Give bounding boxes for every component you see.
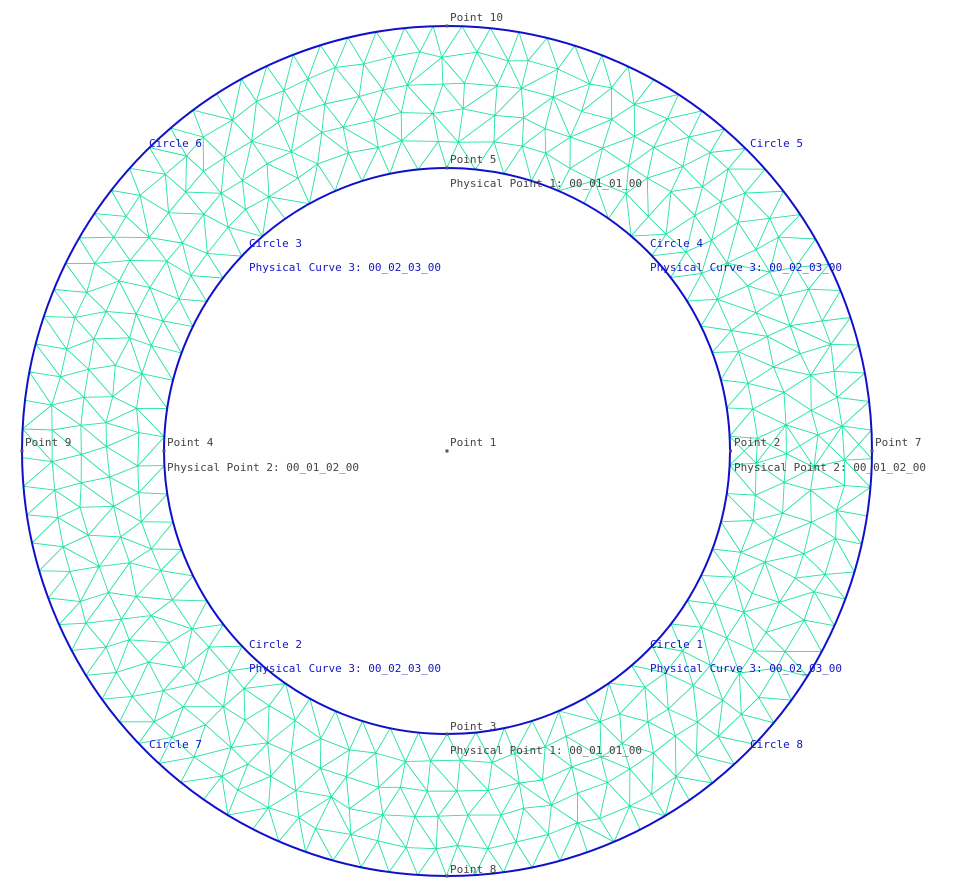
point-labels: Point 1 Point 2 Physical Point 2: 00_01_… [25, 11, 926, 876]
point-4-physical-label: Physical Point 2: 00_01_02_00 [167, 461, 359, 474]
point-1-marker[interactable] [445, 449, 449, 453]
point-10-marker[interactable] [445, 24, 449, 28]
point-1-label: Point 1 [450, 436, 496, 449]
point-3-label: Point 3 [450, 720, 496, 733]
circle-3-label: Circle 3 [249, 237, 302, 250]
point-2-marker[interactable] [729, 449, 732, 453]
point-4-marker[interactable] [162, 449, 166, 453]
point-2-label: Point 2 [734, 436, 780, 449]
circle-1-physical-label: Physical Curve 3: 00_02_03_00 [650, 662, 842, 675]
point-2-physical-label: Physical Point 2: 00_01_02_00 [734, 461, 926, 474]
point-8-marker[interactable] [445, 874, 449, 878]
point-7-label: Point 7 [875, 436, 921, 449]
circle-5-label: Circle 5 [750, 137, 803, 150]
circle-7-label: Circle 7 [149, 738, 202, 751]
point-3-physical-label: Physical Point 1: 00_01_01_00 [450, 744, 642, 757]
point-markers [20, 24, 874, 878]
point-7-marker[interactable] [870, 449, 874, 453]
circle-4-label: Circle 4 [650, 237, 703, 250]
point-10-label: Point 10 [450, 11, 503, 24]
circle-2-physical-label: Physical Curve 3: 00_02_03_00 [249, 662, 441, 675]
point-9-label: Point 9 [25, 436, 71, 449]
circle-1-label: Circle 1 [650, 638, 703, 651]
point-3-marker[interactable] [445, 732, 449, 736]
point-4-label: Point 4 [167, 436, 214, 449]
point-8-label: Point 8 [450, 863, 496, 876]
point-9-marker[interactable] [20, 449, 24, 453]
circle-6-label: Circle 6 [149, 137, 202, 150]
point-5-label: Point 5 [450, 153, 496, 166]
point-5-marker[interactable] [445, 166, 449, 170]
point-5-physical-label: Physical Point 1: 00_01_01_00 [450, 177, 642, 190]
curve-labels: Circle 1 Physical Curve 3: 00_02_03_00 C… [149, 137, 842, 751]
circle-4-physical-label: Physical Curve 3: 00_02_03_00 [650, 261, 842, 274]
circle-8-label: Circle 8 [750, 738, 803, 751]
circle-3-physical-label: Physical Curve 3: 00_02_03_00 [249, 261, 441, 274]
circle-2-label: Circle 2 [249, 638, 302, 651]
